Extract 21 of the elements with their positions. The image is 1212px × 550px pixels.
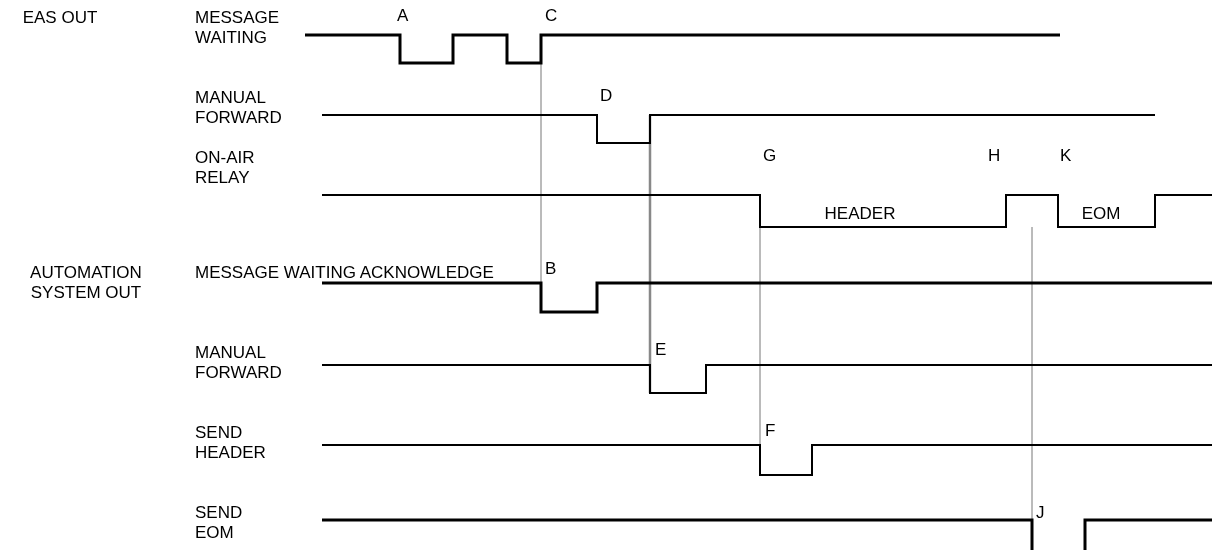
event-letter: B (545, 259, 557, 279)
event-letter: E (655, 340, 667, 360)
signal-name: SEND HEADER (195, 423, 267, 463)
signal-name: MESSAGE WAITING (195, 8, 281, 48)
signal-name: SEND EOM (195, 503, 244, 543)
event-letter: J (1036, 503, 1045, 523)
event-letter: K (1060, 146, 1072, 166)
event-letter: G (763, 146, 777, 166)
interval-label: HEADER (823, 204, 897, 224)
signal-name: MESSAGE WAITING ACKNOWLEDGE (195, 263, 495, 283)
event-letter: C (545, 6, 558, 26)
group-label: AUTOMATION SYSTEM OUT (29, 263, 143, 303)
group-label: EAS OUT (21, 8, 99, 28)
interval-label: EOM (1080, 204, 1122, 224)
signal-name: ON-AIR RELAY (195, 148, 256, 188)
event-letter: A (397, 6, 409, 26)
event-letter: H (988, 146, 1001, 166)
event-letter: F (765, 421, 776, 441)
signal-name: MANUAL FORWARD (195, 343, 283, 383)
signal-name: MANUAL FORWARD (195, 88, 283, 128)
event-letter: D (600, 86, 613, 106)
